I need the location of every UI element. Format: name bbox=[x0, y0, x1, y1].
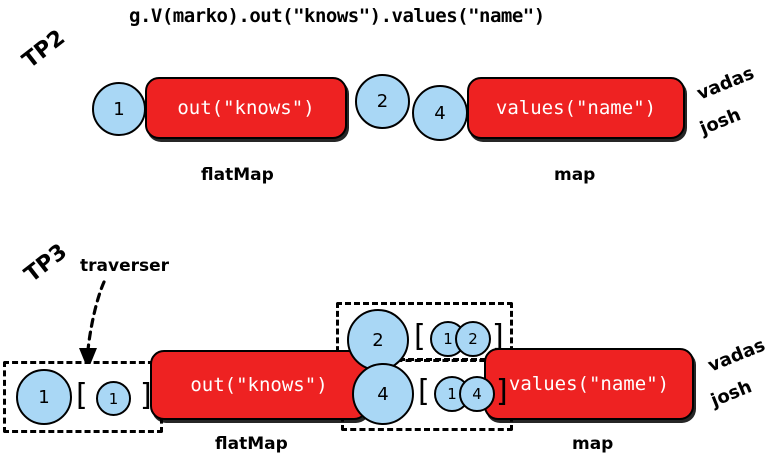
tp2-result-vadas: vadas bbox=[694, 62, 758, 105]
tp3-out-knows-step-text: out("knows") bbox=[190, 374, 328, 396]
tp3-map-label: map bbox=[572, 434, 614, 454]
tp3-lower-head-traverser: 4 bbox=[352, 363, 414, 425]
tp2-out-knows-step: out("knows") bbox=[145, 77, 347, 139]
tp3-input-bracket-open: [ bbox=[76, 378, 88, 413]
version-label-tp2: TP2 bbox=[18, 25, 70, 74]
tp3-upper-path-2: 2 bbox=[455, 321, 491, 357]
tp2-values-name-step-text: values("name") bbox=[495, 97, 657, 119]
tp3-lower-path-4-value: 4 bbox=[472, 385, 482, 403]
tp3-input-head-value: 1 bbox=[38, 386, 50, 408]
tp3-upper-bracket-open: [ bbox=[414, 319, 426, 354]
tp2-map-label: map bbox=[554, 165, 596, 185]
tp3-input-path-1-value: 1 bbox=[108, 389, 119, 408]
tp3-values-name-step-text: values("name") bbox=[508, 373, 670, 395]
traverser-annotation-label: traverser bbox=[80, 256, 170, 276]
tp3-out-knows-step: out("knows") bbox=[150, 350, 368, 420]
tp3-result-josh: josh bbox=[708, 376, 755, 412]
tp3-upper-head-value: 2 bbox=[372, 329, 384, 351]
tp3-input-path-1: 1 bbox=[96, 381, 131, 416]
tp2-values-name-step: values("name") bbox=[467, 77, 685, 139]
tp3-values-name-step: values("name") bbox=[484, 348, 694, 420]
tp2-flatmap-label: flatMap bbox=[201, 165, 274, 185]
tp3-upper-head-traverser: 2 bbox=[347, 309, 409, 371]
tp3-upper-path-2-value: 2 bbox=[468, 330, 478, 348]
tp3-upper-bracket-close: ] bbox=[492, 319, 504, 354]
tp2-traverser-2-value: 2 bbox=[376, 91, 389, 112]
tp3-input-bracket-close: ] bbox=[140, 378, 152, 413]
tp2-traverser-1-value: 1 bbox=[113, 98, 125, 120]
tp3-lower-head-value: 4 bbox=[377, 383, 389, 405]
tp2-traverser-2: 2 bbox=[355, 74, 410, 129]
tp2-traverser-4-value: 4 bbox=[434, 102, 446, 124]
version-label-tp3: TP3 bbox=[20, 239, 72, 288]
tp3-flatmap-label: flatMap bbox=[215, 434, 288, 454]
tp2-out-knows-step-text: out("knows") bbox=[177, 97, 315, 119]
page-title: g.V(marko).out("knows").values("name") bbox=[129, 5, 545, 27]
tp3-result-vadas: vadas bbox=[705, 334, 769, 377]
tp2-traverser-1: 1 bbox=[92, 82, 146, 136]
tp3-lower-path-4: 4 bbox=[459, 376, 495, 412]
tp3-input-head-traverser: 1 bbox=[16, 369, 72, 425]
tp3-upper-path-1-value: 1 bbox=[443, 330, 453, 348]
tp2-traverser-4: 4 bbox=[412, 85, 468, 141]
tp3-lower-bracket-close: ] bbox=[496, 374, 508, 409]
tp3-lower-path-1-value: 1 bbox=[447, 385, 457, 403]
tp2-result-josh: josh bbox=[697, 104, 744, 140]
tp3-lower-bracket-open: [ bbox=[418, 374, 430, 409]
